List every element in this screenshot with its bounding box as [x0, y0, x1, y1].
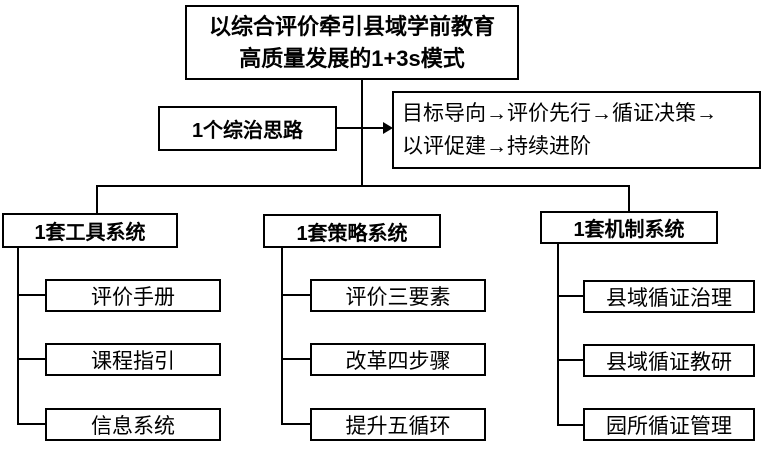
connector-tools-stub-3	[17, 423, 45, 425]
connector-strategy-stub-1	[281, 294, 310, 296]
system-header-strategy: 1套策略系统	[263, 214, 441, 248]
connector-branch-left-drop	[96, 185, 98, 213]
system-header-tools: 1套工具系统	[2, 213, 178, 248]
connector-mechanism-stub-2	[557, 359, 583, 361]
path-box: 目标导向→评价先行→循证决策→ 以评促建→持续进阶	[392, 91, 761, 169]
connector-title-drop	[361, 79, 363, 187]
item-strategy-3: 提升五循环	[310, 408, 486, 441]
item-mechanism-1: 县域循证治理	[583, 280, 755, 313]
connector-mechanism-stub-3	[557, 424, 583, 426]
approach-box: 1个综治思路	[158, 106, 337, 151]
arrowhead-right-icon	[383, 122, 393, 134]
item-strategy-1: 评价三要素	[310, 279, 486, 312]
connector-strategy-vertical	[281, 248, 283, 425]
connector-branch-right-drop	[628, 185, 630, 211]
item-mechanism-2: 县域循证教研	[583, 344, 755, 377]
item-strategy-2: 改革四步骤	[310, 343, 486, 376]
path-line-1: 目标导向→评价先行→循证决策→	[402, 102, 717, 125]
item-tools-2: 课程指引	[45, 343, 221, 376]
connector-tools-stub-2	[17, 358, 45, 360]
title-box: 以综合评价牵引县域学前教育 高质量发展的1+3s模式	[185, 5, 519, 80]
connector-strategy-stub-3	[281, 423, 310, 425]
path-line-2: 以评促建→持续进阶	[402, 135, 591, 158]
item-tools-3: 信息系统	[45, 408, 221, 441]
title-line-1: 以综合评价牵引县域学前教育	[208, 13, 495, 39]
connector-tools-stub-1	[17, 294, 45, 296]
connector-branch-horizontal	[96, 185, 630, 187]
connector-tools-vertical	[17, 248, 19, 425]
connector-mechanism-vertical	[557, 244, 559, 426]
connector-approach-arrow-line	[336, 127, 385, 129]
connector-strategy-stub-2	[281, 358, 310, 360]
item-tools-1: 评价手册	[45, 279, 221, 312]
system-header-mechanism: 1套机制系统	[540, 211, 718, 244]
connector-mechanism-stub-1	[557, 295, 583, 297]
title-line-2: 高质量发展的1+3s模式	[239, 45, 465, 71]
item-mechanism-3: 园所循证管理	[583, 408, 755, 441]
